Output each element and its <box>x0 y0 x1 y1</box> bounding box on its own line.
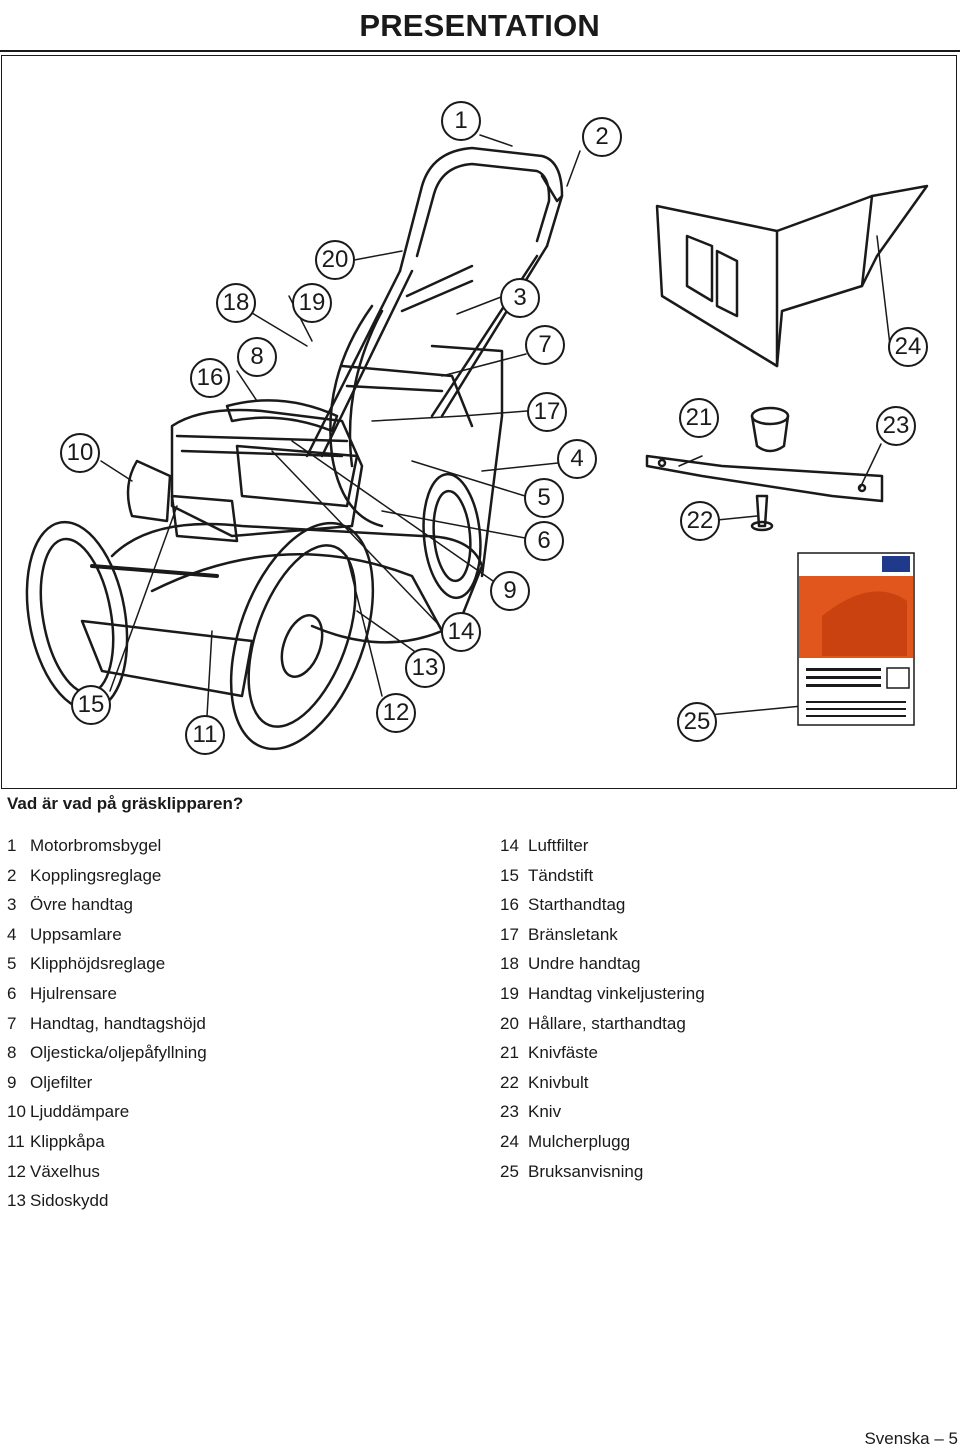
deck-top <box>110 522 484 618</box>
manual-cover <box>797 552 915 726</box>
blade-holder <box>750 406 790 426</box>
upper-handle <box>398 146 564 273</box>
book-icon <box>886 667 910 689</box>
engine-cover <box>225 399 339 433</box>
callout-8: 8 <box>237 337 277 377</box>
callout-5: 5 <box>524 478 564 518</box>
callout-18: 18 <box>216 283 256 323</box>
callout-9: 9 <box>490 571 530 611</box>
lower-handle <box>305 244 549 458</box>
callout-16: 16 <box>190 358 230 398</box>
callout-21: 21 <box>679 398 719 438</box>
callout-19: 19 <box>292 283 332 323</box>
mulch-plug-slots <box>685 234 739 318</box>
lawnmower-figure: 1 2 3 4 5 6 7 8 9 10 11 12 13 14 15 16 1… <box>1 55 957 789</box>
callout-17: 17 <box>527 392 567 432</box>
husqvarna-logo <box>882 556 910 572</box>
callout-25: 25 <box>677 702 717 742</box>
section-heading: Vad är vad på gräsklipparen? <box>7 794 244 813</box>
callout-22: 22 <box>680 501 720 541</box>
callout-24: 24 <box>888 327 928 367</box>
grass-collector-frame <box>430 344 504 578</box>
callout-11: 11 <box>185 715 225 755</box>
callout-6: 6 <box>524 521 564 561</box>
fuel-tank <box>235 444 359 508</box>
air-filter <box>170 494 239 543</box>
blade-bolt <box>755 494 769 528</box>
title-rule <box>0 50 960 52</box>
mulch-plug <box>655 184 929 368</box>
callout-2: 2 <box>582 117 622 157</box>
rear-wheel <box>229 521 375 751</box>
front-wheel <box>25 520 129 712</box>
callout-13: 13 <box>405 648 445 688</box>
page-footer: Svenska – 5 <box>864 1429 958 1448</box>
callout-12: 12 <box>376 693 416 733</box>
callout-1: 1 <box>441 101 481 141</box>
muffler <box>126 459 172 523</box>
callout-15: 15 <box>71 685 111 725</box>
engine-block <box>170 408 364 538</box>
callout-7: 7 <box>525 325 565 365</box>
cutter-deck <box>80 619 254 698</box>
front-axle <box>90 564 219 578</box>
callout-20: 20 <box>315 240 355 280</box>
callout-14: 14 <box>441 612 481 652</box>
blade <box>645 454 884 503</box>
rear-right-wheel <box>422 472 482 600</box>
page-title: PRESENTATION <box>359 8 600 43</box>
callout-10: 10 <box>60 433 100 473</box>
lawnmower-illustration <box>25 134 929 751</box>
callout-3: 3 <box>500 278 540 318</box>
clutch-lever <box>540 174 564 203</box>
callout-23: 23 <box>876 406 916 446</box>
callout-4: 4 <box>557 439 597 479</box>
handle-crossbar <box>400 264 474 313</box>
